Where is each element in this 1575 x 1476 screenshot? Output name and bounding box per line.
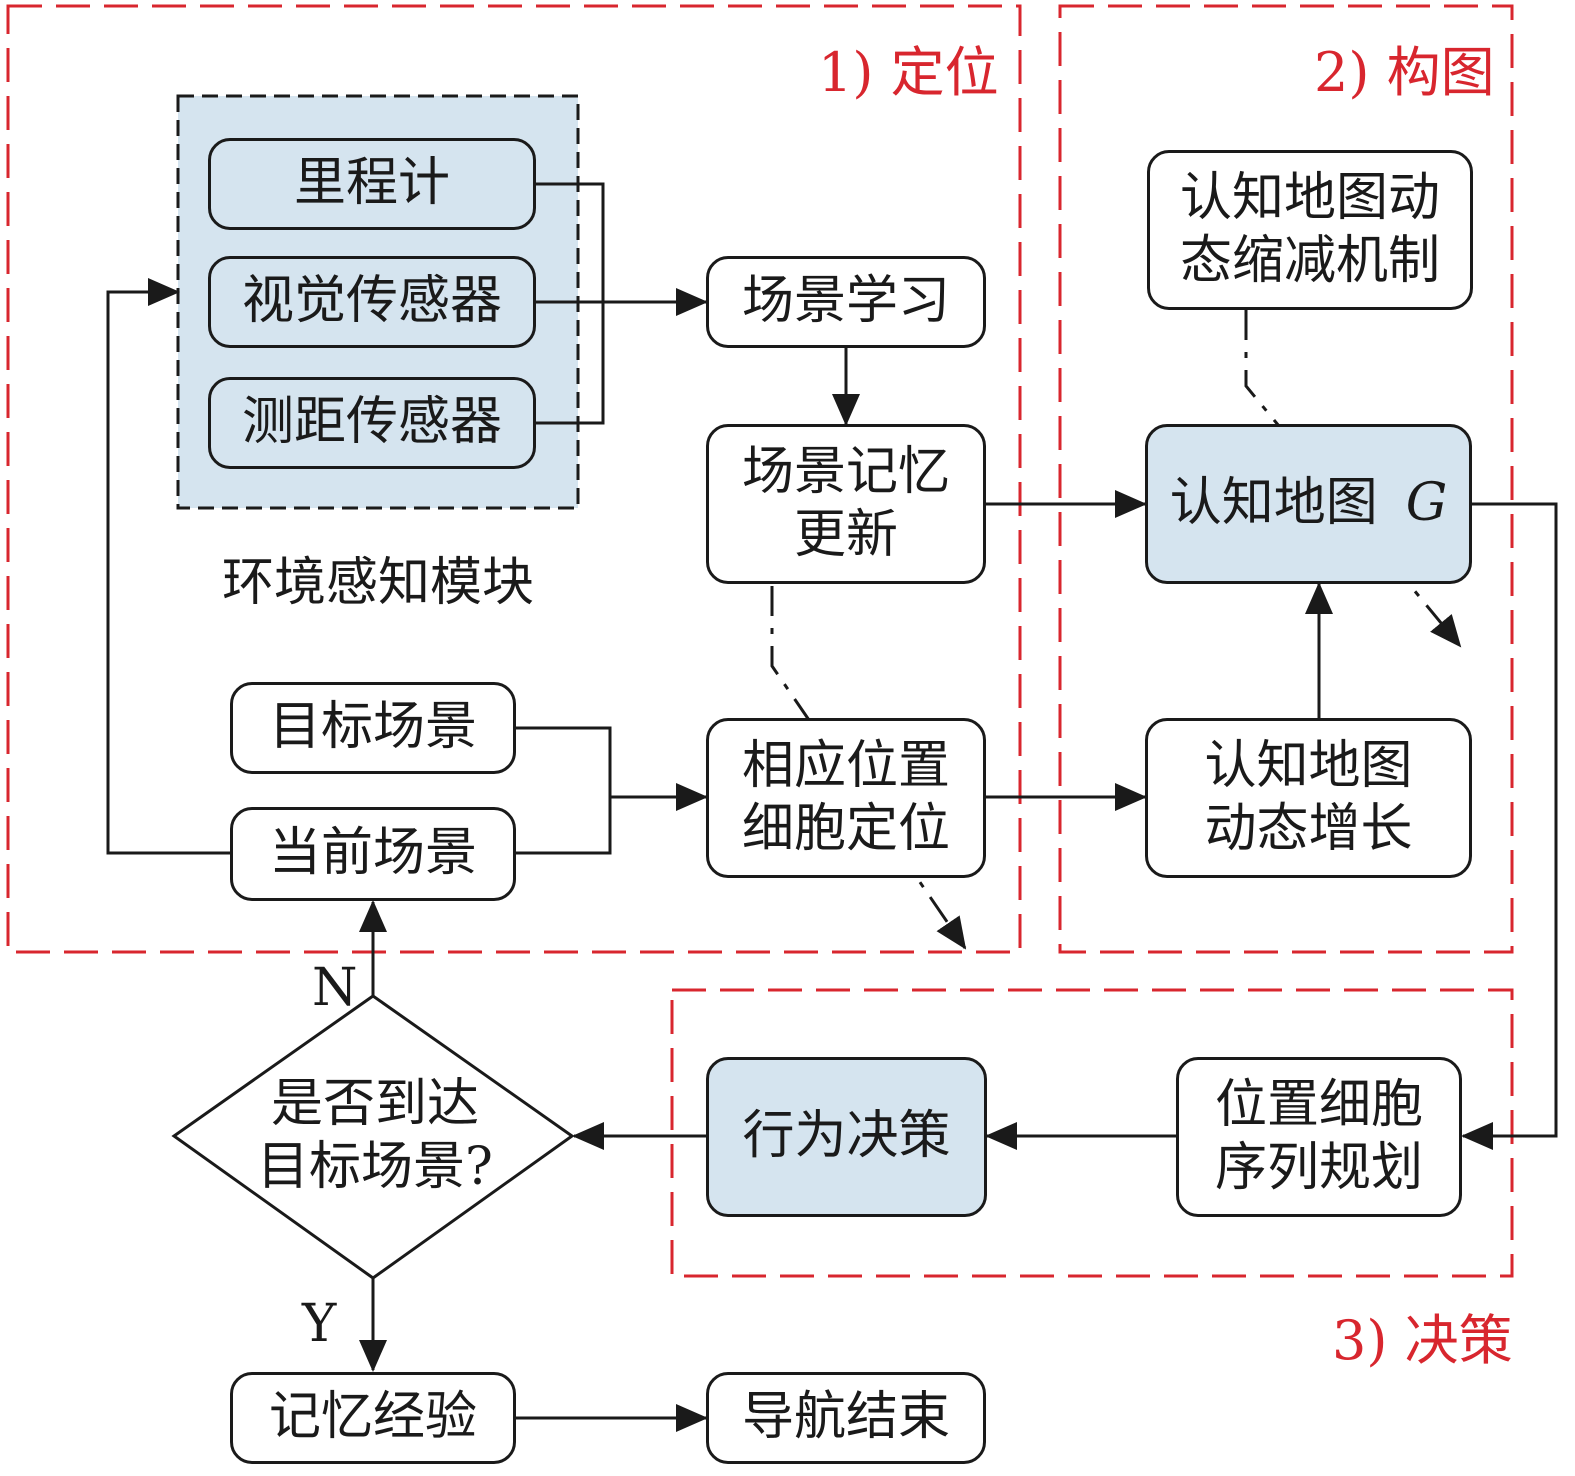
region-title-decision: 3) 决策 [1332, 1309, 1513, 1372]
current-scene-box: 当前场景 [230, 807, 516, 901]
place-cell-label-line1: 相应位置 [741, 735, 950, 796]
shrink-label-line2: 态缩减机制 [1179, 231, 1440, 291]
decision-label-line1: 是否到达 [270, 1073, 479, 1134]
cognitive-map-symbol: G [1405, 473, 1448, 534]
behavior-label: 行为决策 [742, 1106, 951, 1167]
map-growth-box: 认知地图 动态增长 [1145, 718, 1472, 878]
decision-text: 是否到达 目标场景? [175, 1066, 575, 1206]
arrow-current-scene-feedback [106, 278, 230, 855]
sequence-planning-box: 位置细胞 序列规划 [1176, 1057, 1462, 1217]
range-sensor-box: 测距传感器 [208, 377, 536, 469]
scene-bracket [516, 726, 612, 855]
odometer-label: 里程计 [293, 153, 450, 214]
scene-memory-label-line1: 场景记忆 [741, 441, 950, 502]
decision-label-line2: 目标场景? [257, 1137, 493, 1197]
region-title-localization: 1) 定位 [818, 41, 999, 104]
current-scene-label: 当前场景 [268, 823, 477, 884]
scene-learning-box: 场景学习 [706, 256, 986, 348]
cognitive-map-box: 认知地图 G [1145, 424, 1472, 584]
memorize-experience-box: 记忆经验 [230, 1372, 516, 1464]
scene-memory-box: 场景记忆 更新 [706, 424, 986, 584]
target-scene-box: 目标场景 [230, 682, 516, 774]
range-sensor-label: 测距传感器 [241, 392, 502, 453]
place-cell-label-line2: 细胞定位 [741, 799, 950, 859]
region-mapping-border [1058, 4, 1514, 954]
scene-learning-label: 场景学习 [741, 271, 950, 332]
perception-caption: 环境感知模块 [222, 553, 535, 613]
odometer-box: 里程计 [208, 138, 536, 230]
target-scene-label: 目标场景 [268, 697, 477, 758]
behavior-decision-box: 行为决策 [706, 1057, 987, 1217]
sequence-label-line2: 序列规划 [1214, 1138, 1423, 1198]
branch-no-label: N [312, 958, 358, 1018]
growth-label-line1: 认知地图 [1204, 735, 1413, 796]
memorize-label: 记忆经验 [268, 1387, 477, 1448]
branch-yes-label: Y [302, 1294, 337, 1354]
region-decision-border [670, 988, 1514, 1278]
scene-memory-label-line2: 更新 [793, 505, 898, 565]
cognitive-map-label: 认知地图 [1169, 473, 1378, 534]
sequence-label-line1: 位置细胞 [1214, 1074, 1423, 1135]
growth-label-line2: 动态增长 [1204, 799, 1413, 859]
arrow-map-to-sequence [1461, 502, 1558, 1150]
region-localization-border [6, 4, 1022, 954]
end-label: 导航结束 [741, 1387, 950, 1448]
visual-sensor-label: 视觉传感器 [241, 271, 502, 332]
shrink-mechanism-box: 认知地图动 态缩减机制 [1147, 150, 1473, 310]
place-cell-box: 相应位置 细胞定位 [706, 718, 986, 878]
navigation-end-box: 导航结束 [706, 1372, 986, 1464]
region-title-mapping: 2) 构图 [1314, 41, 1495, 104]
shrink-label-line1: 认知地图动 [1179, 167, 1440, 228]
visual-sensor-box: 视觉传感器 [208, 256, 536, 348]
